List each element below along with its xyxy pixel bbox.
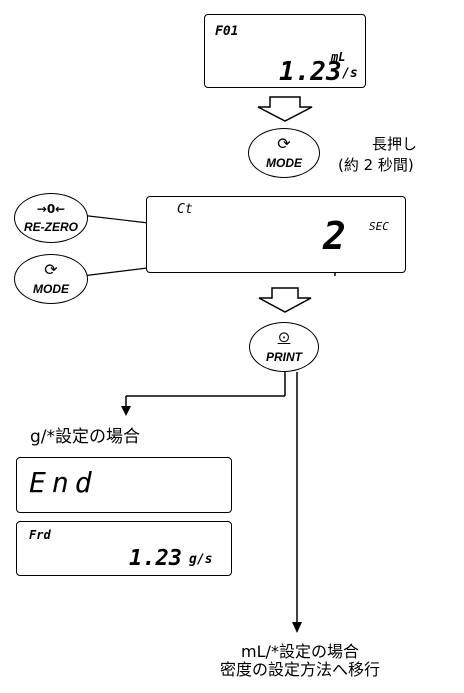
rezero-key-label: RE-ZERO	[24, 220, 78, 234]
mode-key-left[interactable]: ⟳ MODE	[14, 254, 88, 304]
mode-code: F01	[215, 24, 239, 39]
print-key[interactable]: ⊙ PRINT	[249, 322, 319, 372]
display-top: F01 1.23 mL /s	[204, 14, 366, 88]
unit-suffix: /s	[342, 66, 358, 81]
display-end: End	[16, 457, 232, 513]
mode-cycle-icon: ⟳	[277, 134, 291, 153]
ml-setting-line1: mL/*設定の場合	[241, 642, 359, 661]
mode-key-label: MODE	[266, 156, 302, 170]
frd-value: 1.23	[129, 546, 182, 571]
ct-value: 2	[323, 214, 346, 258]
g-setting-note: g/*設定の場合	[30, 427, 141, 447]
mode-cycle-icon: ⟳	[44, 260, 58, 279]
long-press-line1: 長押し	[372, 135, 418, 153]
print-target-icon: ⊙	[277, 328, 291, 346]
ml-branch-arrow	[292, 372, 302, 633]
unit-label: mL	[331, 50, 346, 64]
ct-code: Ct	[177, 202, 193, 217]
print-key-label: PRINT	[266, 350, 302, 364]
long-press-note: 長押し (約 2 秒間)	[338, 135, 458, 175]
end-text: End	[29, 466, 98, 499]
hollow-arrow-down-icon	[258, 287, 312, 313]
g-branch-arrow	[121, 372, 286, 416]
ct-unit: SEC	[369, 220, 389, 233]
display-value: 1.23	[279, 57, 342, 87]
display-ct: Ct 2 SEC	[146, 196, 406, 273]
mode-key-label: MODE	[33, 282, 69, 296]
hollow-arrow-down-icon	[257, 96, 313, 122]
ml-setting-line2: 密度の設定方法へ移行	[219, 660, 380, 680]
frd-unit: g/s	[189, 552, 213, 567]
display-frd: Frd 1.23 g/s	[16, 521, 232, 576]
frd-code: Frd	[29, 528, 51, 542]
mode-key[interactable]: ⟳ MODE	[248, 128, 320, 178]
rezero-arrows-icon: →0←	[36, 202, 66, 216]
rezero-key[interactable]: →0← RE-ZERO	[14, 193, 88, 243]
ml-setting-note: mL/*設定の場合 密度の設定方法へ移行	[200, 642, 400, 680]
long-press-line2: (約 2 秒間)	[338, 156, 414, 175]
